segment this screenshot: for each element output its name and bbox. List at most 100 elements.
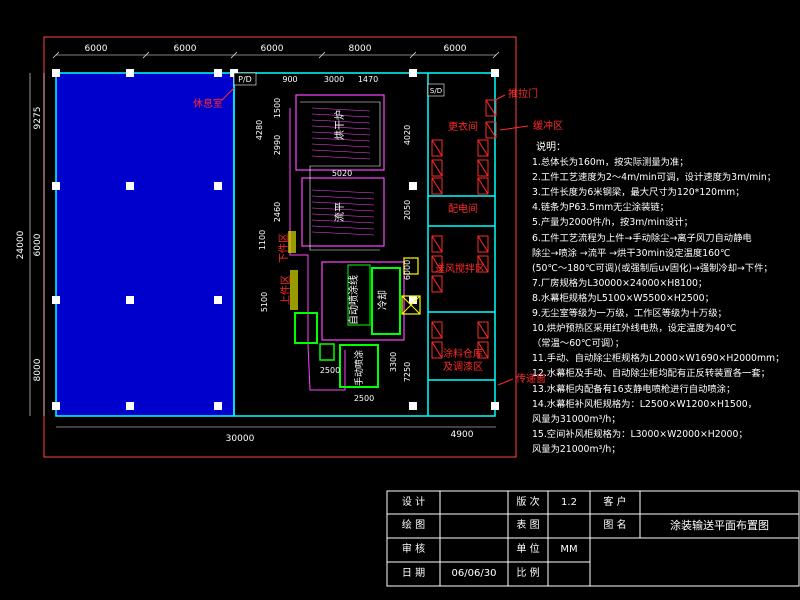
leader-line [497,378,514,386]
cabinet [431,341,443,359]
inner-dim: 4280 [255,120,264,140]
version-label: 版 次 [516,497,540,508]
cabinet-cross [485,99,497,117]
inner-dim: 1500 [273,98,282,118]
dim-bottom: 30000 [226,434,255,444]
column [52,182,60,190]
column [126,182,134,190]
column [126,296,134,304]
note-item: 8.水幕柜规格为L5100×W5500×H2500； [532,292,714,304]
door-marker [427,83,445,97]
cabinet [431,235,443,253]
cabinet [431,255,443,273]
cabinet-cross [431,139,443,157]
date-label: 日 期 [401,568,426,579]
cabinet [477,235,489,253]
hatch-line [311,225,375,230]
hatch-line [311,125,371,130]
spray-booth [321,261,405,341]
note-item: 5.产量为2000件/h，按3m/min设计； [532,217,693,229]
note-item: 3.工件长度为6米钢梁，最大尺寸为120*120mm； [532,187,745,199]
room-label: 上件区 [280,275,292,305]
callout-label: 推拉门 [508,87,538,100]
dim-top: 6000 [444,44,467,54]
cabinet-cross [431,255,443,273]
dim-top: 6000 [261,44,284,54]
fan-cross [401,295,421,315]
dim-tick [52,51,60,59]
cabinet-cross [477,255,489,273]
note-item: 13.水幕柜内配备有16支静电喷枪进行自动喷涂； [532,383,736,395]
hatch-line [311,231,375,236]
room-label: 下件区 [278,233,290,263]
review-label: 审 核 [401,544,426,555]
dim-bottom-right: 4900 [451,430,474,440]
note-item: 除尘→喷涂 →流平 →烘干30min设定温度160℃ [532,247,731,259]
column [214,296,222,304]
note-item: 风量为31000m³/h； [532,413,621,425]
notes-list: 1.总体长为160m，按实际测量为准；2.工件工艺速度为2～4m/min可调，设… [532,155,800,457]
dust-removal-cabinet [294,312,318,344]
note-item: 风量为21000m³/h； [532,443,621,455]
note-item: (50℃～180℃可调)(或强制后uv固化)→强制冷却→下件； [532,262,773,274]
door-marker-label: P/D [238,75,252,84]
loading-area [288,231,296,253]
inner-dim: 5020 [332,169,352,178]
oven-hatch [311,107,375,236]
room-label: 休息室 [193,97,223,110]
cabinets [431,99,497,359]
cabinet-cross [431,177,443,195]
dim-tick [318,51,326,59]
hatch-line [311,213,375,218]
leader-line [494,94,506,101]
column [409,69,417,77]
note-item: 15.空间补风柜规格为：L3000×W2000×H2000； [532,428,748,440]
loading-area [290,270,298,310]
scale-label: 比 例 [516,568,540,579]
factory-hall [55,72,235,417]
column [214,182,222,190]
callout-label: 传递窗 [516,372,546,385]
note-item: 10.烘炉预热区采用红外线电热，设定温度为40℃ [532,323,737,335]
callout-label: 缓冲区 [533,119,563,132]
column [52,69,60,77]
column [409,182,417,190]
column [52,402,60,410]
hatch-line [311,201,375,206]
inner-dim: 5100 [260,292,269,312]
cabinet-cross [477,177,489,195]
dim-tick [492,51,500,59]
cabinet [485,121,497,139]
oven-lower [301,177,385,247]
water-curtain [347,264,371,326]
cabinet-cross [431,275,443,293]
unit-value: MM [560,544,578,555]
column [126,402,134,410]
dim-left: 6000 [33,233,43,256]
fan-unit [401,295,421,315]
cabinet [431,321,443,339]
hatch-line [311,119,371,124]
design-notes: 说明： 1.总体长为160m，按实际测量为准；2.工件工艺速度为2～4m/min… [532,140,800,457]
inner-dim: 1470 [358,75,378,84]
hatch-line [311,143,371,148]
dim-left: 24000 [16,230,26,259]
dim-top: 6000 [174,44,197,54]
cabinet-cross [485,121,497,139]
note-item: 1.总体长为160m，按实际测量为准； [532,157,689,169]
hatch-line [311,149,371,154]
cabinet-cross [431,341,443,359]
column [491,402,499,410]
cabinet [431,177,443,195]
room-label: 送风搅拌区 [435,262,485,275]
column [214,69,222,77]
equipment-label: 手动喷涂 [353,350,365,386]
equipment-label: 自动喷涂线 [347,275,360,325]
conveyor-loop [289,108,346,391]
equipment-label: 冷却 [376,290,389,310]
design-label: 设 计 [401,497,426,508]
cabinet [431,139,443,157]
inner-dim: 4020 [403,125,412,145]
note-item: 12.水幕柜及手动、自动除尘柜均配有正反转装置各一套； [532,368,770,380]
cabinet-cross [431,159,443,177]
